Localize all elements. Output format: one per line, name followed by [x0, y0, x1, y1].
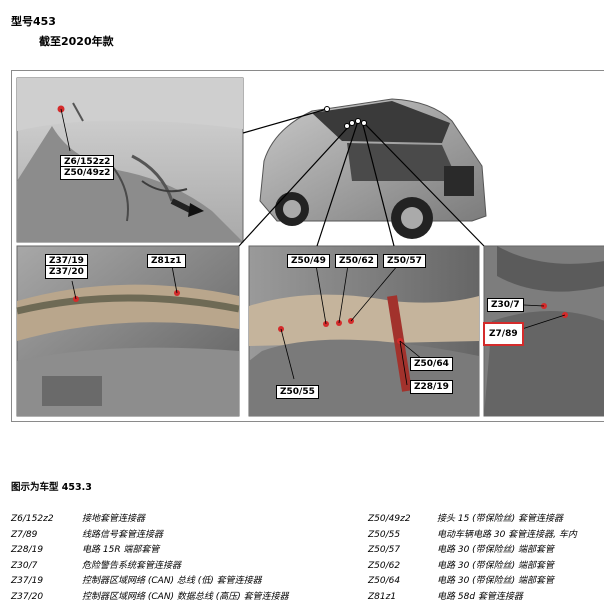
legend-code: Z28/19 [11, 543, 82, 559]
figure-drawing [12, 71, 604, 421]
callout-z37-20: Z37/20 [45, 265, 88, 279]
callout-z50-49z2: Z50/49z2 [60, 166, 114, 180]
model-title: 型号453 [11, 13, 56, 29]
legend-desc: 电动车辆电路 30 套管连接器, 车内 [437, 528, 577, 544]
callout-z50-55: Z50/55 [276, 385, 319, 399]
legend-desc: 危险警告系统套管连接器 [82, 559, 181, 575]
callout-z28-19: Z28/19 [410, 380, 453, 394]
legend-desc: 电路 15R 端部套管 [82, 543, 159, 559]
legend-desc: 接头 15 (带保险丝) 套管连接器 [437, 512, 563, 528]
dashboard-photo [17, 78, 243, 242]
callout-z81z1: Z81z1 [147, 254, 186, 268]
legend-desc: 控制器区域网络 (CAN) 总线 (低) 套管连接器 [82, 574, 262, 590]
callout-z50-62: Z50/62 [335, 254, 378, 268]
legend-desc: 电路 30 (带保险丝) 端部套管 [437, 574, 554, 590]
legend-desc: 线路信号套管连接器 [82, 528, 163, 544]
callout-z7-89: Z7/89 [483, 322, 524, 346]
legend-code: Z37/19 [11, 574, 82, 590]
figure-caption: 图示为车型 453.3 [11, 479, 92, 493]
legend-desc: 控制器区域网络 (CAN) 数据总线 (高压) 套管连接器 [82, 590, 289, 605]
legend-desc: 电路 30 (带保险丝) 端部套管 [437, 543, 554, 559]
legend-code: Z7/89 [11, 528, 82, 544]
callout-z50-57: Z50/57 [383, 254, 426, 268]
callout-z50-64: Z50/64 [410, 357, 453, 371]
legend-code: Z50/64 [368, 574, 437, 590]
legend-desc: 接地套管连接器 [82, 512, 145, 528]
legend-code: Z50/49z2 [368, 512, 437, 528]
legend-code: Z81z1 [368, 590, 437, 605]
legend-code: Z30/7 [11, 559, 82, 575]
callout-z50-49: Z50/49 [287, 254, 330, 268]
legend-code: Z50/62 [368, 559, 437, 575]
legend-desc: 电路 30 (带保险丝) 端部套管 [437, 559, 554, 575]
model-year-subtitle: 截至2020年款 [39, 33, 114, 49]
legend-desc: 电路 58d 套管连接器 [437, 590, 523, 605]
legend-code: Z50/55 [368, 528, 437, 544]
car-image [260, 99, 486, 239]
legend-code: Z6/152z2 [11, 512, 82, 528]
legend-code: Z50/57 [368, 543, 437, 559]
location-figure: Z6/152z2 Z50/49z2 Z37/19 Z37/20 Z81z1 Z5… [11, 70, 604, 422]
callout-z30-7: Z30/7 [487, 298, 524, 312]
legend-code: Z37/20 [11, 590, 82, 605]
